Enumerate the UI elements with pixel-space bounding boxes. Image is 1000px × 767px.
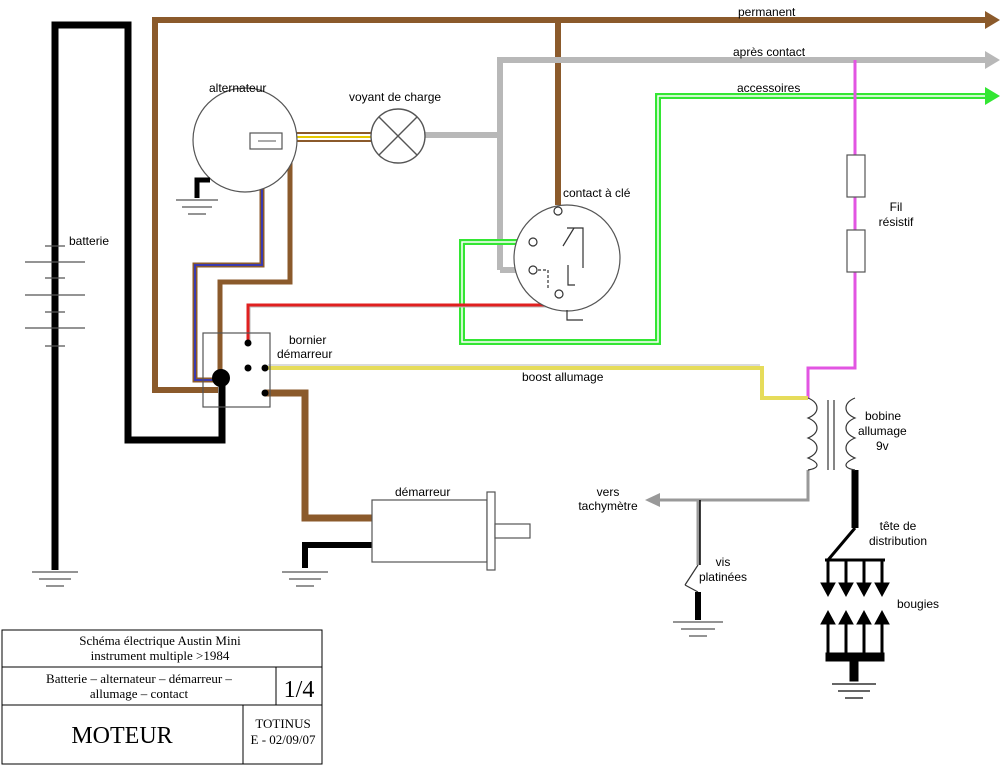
bobine-allumage	[806, 397, 857, 471]
arrow-accessoires	[985, 87, 1000, 105]
label-accessoires: accessoires	[737, 81, 800, 95]
wire-demarreur	[265, 389, 380, 522]
wire-voyant	[285, 132, 372, 142]
ground-demarreur	[282, 571, 328, 587]
title-block-author: TOTINUS	[255, 716, 310, 731]
title-block-subtitle-1: Batterie – alternateur – démarreur –	[46, 671, 232, 686]
label-vis-2: platinées	[699, 570, 747, 584]
label-demarreur: démarreur	[395, 485, 450, 499]
title-block-section: MOTEUR	[71, 723, 172, 749]
wire-fil-resistif	[806, 60, 857, 398]
label-bornier-1: bornier	[289, 333, 326, 347]
label-bobine-1: bobine	[865, 409, 901, 423]
title-block-subtitle-2: allumage – contact	[90, 686, 189, 701]
contact-a-cle	[513, 204, 621, 321]
wire-demarreur-ground	[302, 542, 380, 568]
arrow-permanent	[985, 11, 1000, 29]
title-block-ref: E - 02/09/07	[251, 732, 316, 747]
alternateur	[192, 87, 298, 198]
label-alternateur: alternateur	[209, 81, 266, 95]
ground-alternateur	[176, 199, 218, 215]
ground-bougies	[832, 683, 876, 699]
fil-resistif	[846, 154, 866, 273]
label-boost: boost allumage	[522, 370, 604, 384]
label-voyant: voyant de charge	[349, 90, 441, 104]
bougies	[820, 609, 890, 682]
title-block-title-1: Schéma électrique Austin Mini	[79, 633, 241, 648]
wire-apres-contact	[425, 57, 985, 273]
label-fil-resistif-2: résistif	[879, 215, 914, 229]
label-bougies: bougies	[897, 597, 939, 611]
wire-permanent	[152, 17, 985, 393]
label-batterie: batterie	[69, 234, 109, 248]
wire-tachymetre	[660, 470, 810, 565]
label-apres-contact: après contact	[733, 45, 806, 59]
demarreur	[371, 491, 531, 571]
label-tete-2: distribution	[869, 534, 927, 548]
label-fil-resistif-1: Fil	[890, 200, 903, 214]
batterie	[25, 245, 85, 347]
wire-alternator-output	[192, 150, 265, 383]
title-block-page: 1/4	[284, 677, 315, 703]
ground-batterie	[32, 571, 78, 587]
title-block	[1, 629, 323, 765]
label-vers-tachy-2: tachymètre	[578, 499, 638, 513]
label-bornier-2: démarreur	[277, 347, 332, 361]
wire-battery	[51, 21, 226, 570]
label-vers-tachy-1: vers	[597, 485, 620, 499]
label-permanent: permanent	[738, 5, 796, 19]
arrow-tachymetre	[645, 493, 660, 507]
title-block-title-2: instrument multiple >1984	[91, 648, 230, 663]
vis-platinees	[684, 564, 701, 620]
voyant-de-charge	[370, 108, 426, 164]
ground-vis	[673, 621, 723, 637]
wire-boost-allumage	[268, 364, 808, 400]
label-tete-1: tête de	[880, 519, 917, 533]
wire-alternator-brown	[217, 157, 293, 378]
tete-de-distribution	[820, 527, 890, 598]
arrow-apres-contact	[985, 51, 1000, 69]
label-vis-1: vis	[716, 555, 731, 569]
label-bobine-2: allumage	[858, 424, 907, 438]
label-bobine-3: 9v	[876, 439, 889, 453]
bornier-demarreur	[202, 332, 271, 408]
label-contact-cle: contact à clé	[563, 186, 631, 200]
